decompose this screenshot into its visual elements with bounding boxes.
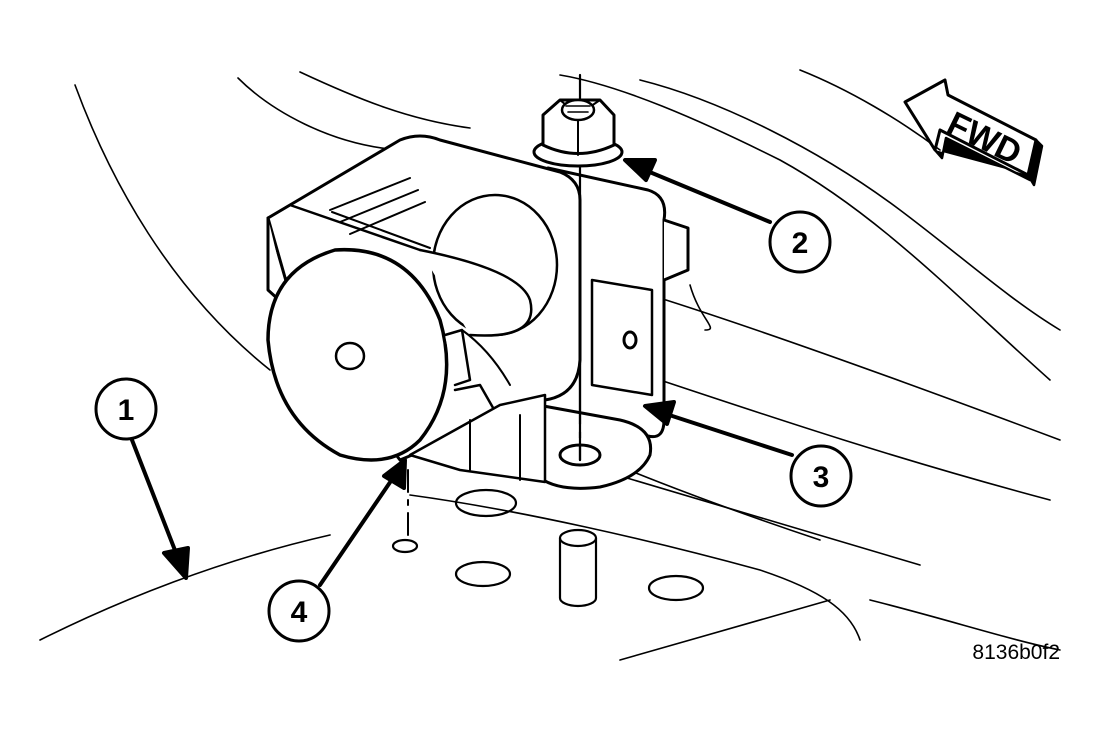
- leader-arrow-3: [658, 410, 794, 457]
- horn-grille: [329, 177, 431, 249]
- leader-arrow-1: [130, 438, 180, 560]
- callout-1: 1: [94, 377, 158, 441]
- horn-terminal-stud: [334, 341, 366, 371]
- leader-arrow-2: [638, 166, 772, 224]
- flange-nut: [532, 98, 624, 168]
- floor-slot-left: [454, 560, 512, 588]
- locating-pin: [558, 528, 598, 608]
- callout-1-label: 1: [118, 394, 135, 427]
- callout-3: 3: [789, 444, 853, 508]
- callout-4: 4: [267, 579, 331, 643]
- callout-2: 2: [768, 210, 832, 274]
- floor-slot-upper: [454, 488, 518, 518]
- callout-4-label: 4: [291, 596, 308, 629]
- floor-slot-right: [647, 574, 705, 602]
- leader-arrows: [130, 158, 794, 587]
- floor-features: [391, 488, 705, 608]
- leader-arrow-4: [318, 473, 397, 587]
- callout-3-label: 3: [813, 461, 830, 494]
- fwd-direction-arrow: FWD: [903, 78, 1044, 187]
- floor-hole-small: [391, 538, 419, 554]
- callout-2-label: 2: [792, 227, 809, 260]
- figure-id: 8136b0f2: [972, 641, 1060, 664]
- horn-body: [266, 134, 582, 484]
